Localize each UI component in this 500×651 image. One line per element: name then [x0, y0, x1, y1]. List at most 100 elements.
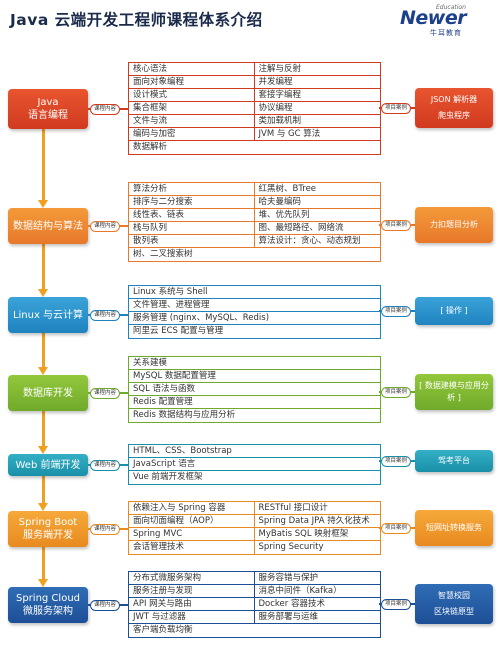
topic-item: Linux 系统与 Shell: [129, 286, 380, 299]
topic-item: API 网关与路由: [129, 598, 255, 611]
module-node[interactable]: 数据库开发: [8, 375, 88, 411]
topic-item: 依赖注入与 Spring 容器: [129, 502, 255, 515]
course-content-tag: 课程内容: [90, 460, 121, 471]
topic-item: Redis 数据结构与应用分析: [133, 410, 236, 420]
topic-item: 服务管理 (nginx、MySQL、Redis): [129, 312, 380, 325]
topic-item: Docker 容器技术: [254, 598, 380, 611]
flow-arrow-icon: [38, 289, 48, 297]
project-name: 智慧校园: [438, 591, 470, 600]
module-node[interactable]: 数据结构与算法: [8, 208, 88, 244]
topic-item: 注解与反射: [254, 63, 380, 76]
flow-connector: [42, 129, 45, 200]
project-name: 析 ]: [447, 393, 461, 402]
topic-item: 文件管理、进程管理: [129, 299, 380, 312]
topic-item: 服务容错与保护: [254, 572, 380, 585]
module-node[interactable]: Java 语言编程: [8, 89, 88, 129]
project-case-tag: 项目案例: [381, 306, 412, 317]
topic-item: 类加载机制: [254, 115, 380, 128]
project-box[interactable]: 短网址转换服务: [415, 510, 493, 546]
project-name: JSON 解析器: [430, 95, 478, 104]
project-case-tag: 项目案例: [381, 523, 412, 534]
topic-item: JWT 与过滤器: [129, 611, 255, 624]
topic-item: 并发编程: [254, 76, 380, 89]
topic-item: 算法分析: [129, 183, 255, 196]
project-box[interactable]: [ 操作 ]: [415, 297, 493, 325]
course-content-tag: 课程内容: [90, 221, 121, 232]
topic-item: 红黑树、BTree: [254, 183, 380, 196]
project-case-tag: 项目案例: [381, 103, 412, 114]
logo-wordmark: Newer: [400, 7, 467, 29]
topic-item: 树、二叉搜索树: [133, 249, 193, 259]
topic-item: 阿里云 ECS 配置与管理: [133, 326, 224, 336]
topic-item: 编码与加密: [129, 128, 255, 141]
project-box[interactable]: 智慧校园区块链原型: [415, 584, 493, 624]
flow-connector: [42, 476, 45, 503]
page-title: Java 云端开发工程师课程体系介绍: [10, 11, 263, 29]
topic-item: 栈与队列: [129, 222, 255, 235]
module-node[interactable]: Spring Boot 服务端开发: [8, 511, 88, 547]
topic-item: [255, 141, 381, 154]
topic-item: 堆、优先队列: [254, 209, 380, 222]
flow-arrow-icon: [38, 367, 48, 375]
flow-arrow-icon: [38, 579, 48, 587]
flow-connector: [42, 244, 45, 289]
project-name: 力扣题目分析: [430, 220, 478, 229]
flow-connector: [42, 333, 45, 367]
topic-item: Redis 配置管理: [129, 396, 380, 409]
project-box[interactable]: JSON 解析器爬虫程序: [415, 88, 493, 128]
topic-item: 服务部署与运维: [254, 611, 380, 624]
topic-item: 文件与流: [129, 115, 255, 128]
project-name: [ 操作 ]: [440, 306, 468, 315]
topic-item: Spring Security: [258, 542, 324, 552]
topic-item: 算法设计：贪心、动态规划: [254, 235, 380, 248]
topic-item: 设计模式: [129, 89, 255, 102]
course-content-tag: 课程内容: [90, 524, 121, 535]
project-name: 爬虫程序: [438, 111, 470, 120]
project-name: 短网址转换服务: [426, 523, 482, 532]
flow-arrow-icon: [38, 446, 48, 454]
module-node[interactable]: Web 前端开发: [8, 454, 88, 476]
topic-item: 线性表、链表: [129, 209, 255, 222]
topic-item: 分布式微服务架构: [129, 572, 255, 585]
topic-item: 散列表: [129, 235, 255, 248]
module-node[interactable]: Linux 与云计算: [8, 297, 88, 333]
course-content-tag: 课程内容: [90, 600, 121, 611]
project-case-tag: 项目案例: [381, 387, 412, 398]
logo-edu-text: Education: [436, 4, 466, 11]
topic-item: 会话管理技术: [129, 541, 255, 554]
topic-item: SQL 语法与函数: [129, 383, 380, 396]
topic-item: HTML、CSS、Bootstrap: [129, 445, 380, 458]
topic-item: 核心语法: [129, 63, 255, 76]
topic-item: JavaScript 语言: [129, 458, 380, 471]
flow-connector: [42, 411, 45, 446]
project-case-tag: 项目案例: [381, 220, 412, 231]
flow-arrow-icon: [38, 200, 48, 208]
topic-item: Spring Data JPA 持久化技术: [254, 515, 380, 528]
logo-subtitle: 牛耳教育: [430, 29, 462, 37]
topic-item: MySQL 数据配置管理: [129, 370, 380, 383]
topics-grid: 核心语法注解与反射面向对象编程并发编程设计模式套接字编程集合框架协议编程文件与流…: [128, 62, 381, 155]
topic-item: 数据解析: [133, 142, 168, 152]
topic-item: JVM 与 GC 算法: [254, 128, 380, 141]
project-case-tag: 项目案例: [381, 599, 412, 610]
topic-item: RESTful 接口设计: [254, 502, 380, 515]
topic-item: 客户端负载均衡: [133, 625, 193, 635]
topic-item: 面向对象编程: [129, 76, 255, 89]
module-node[interactable]: Spring Cloud 微服务架构: [8, 587, 88, 623]
topic-item: 面向切面编程（AOP）: [129, 515, 255, 528]
topic-item: 消息中间件（Kafka）: [254, 585, 380, 598]
topic-item: 集合框架: [129, 102, 255, 115]
project-box[interactable]: 驾考平台: [415, 450, 493, 472]
project-box[interactable]: [ 数据建模与应用分析 ]: [415, 374, 493, 410]
flow-connector: [42, 547, 45, 579]
course-content-tag: 课程内容: [90, 104, 121, 115]
project-name: 驾考平台: [438, 456, 470, 465]
topic-item: Vue 前端开发框架: [133, 472, 203, 482]
topic-item: [255, 248, 381, 261]
project-box[interactable]: 力扣题目分析: [415, 207, 493, 243]
project-name: 区块链原型: [434, 607, 474, 616]
